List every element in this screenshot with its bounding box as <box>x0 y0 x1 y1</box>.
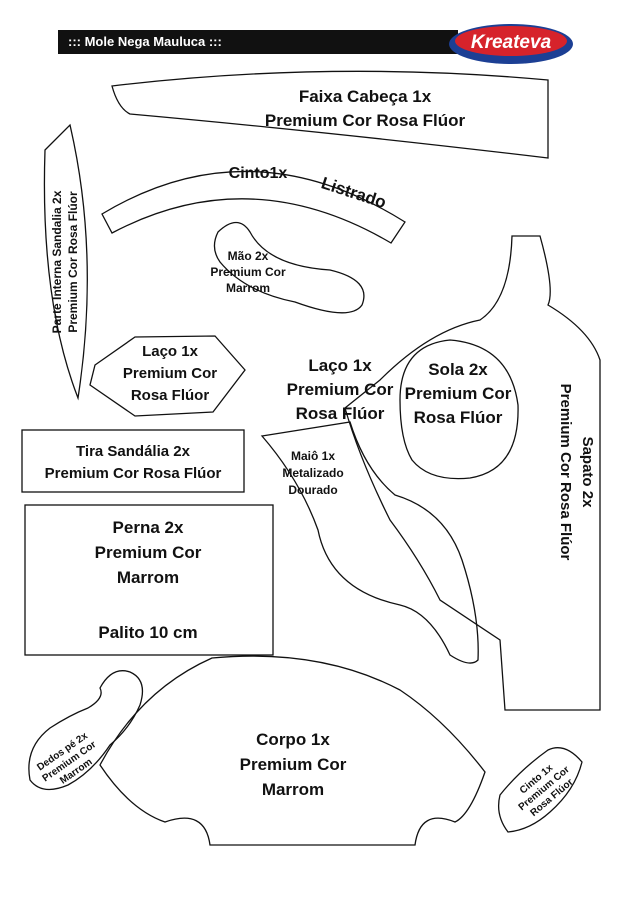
piece-outline-dedos <box>28 670 144 791</box>
laco-center-label-3: Rosa Flúor <box>296 404 385 423</box>
piece-outline-mao <box>213 221 365 314</box>
piece-outline-faixa <box>111 70 549 159</box>
perna-label-2: Premium Cor <box>95 543 202 562</box>
corpo-label-2: Premium Cor <box>240 755 347 774</box>
listrado-label: Listrado <box>319 173 389 212</box>
perna-label-3: Marrom <box>117 568 179 587</box>
faixa-label-1: Faixa Cabeça 1x <box>299 87 432 106</box>
piece-outline-tira <box>21 429 245 493</box>
laco-left-label-3: Rosa Flúor <box>131 387 210 404</box>
tira-label-1: Tira Sandália 2x <box>76 443 191 460</box>
sola-label-3: Rosa Flúor <box>414 408 503 427</box>
piece-outline-sapato <box>344 235 601 711</box>
laco-left-label-2: Premium Cor <box>123 365 217 382</box>
piece-outline-maio <box>260 421 479 664</box>
maio-label-3: Dourado <box>288 483 337 497</box>
perna-label-4: Palito 10 cm <box>98 623 197 642</box>
laco-left-label-1: Laço 1x <box>142 343 199 360</box>
faixa-label-2: Premium Cor Rosa Flúor <box>265 111 466 130</box>
mao-label-2: Premium Cor <box>210 265 286 279</box>
parte-interna-label-1: Parte Interna Sandalia 2x <box>50 190 64 333</box>
maio-label-1: Maiô 1x <box>291 449 335 463</box>
piece-outline-sola <box>399 339 519 480</box>
page-title: ::: Mole Nega Mauluca ::: <box>58 30 458 54</box>
sola-label-2: Premium Cor <box>405 384 512 403</box>
piece-outline-corpo <box>99 655 486 846</box>
corpo-label-3: Marrom <box>262 780 324 799</box>
corpo-label-1: Corpo 1x <box>256 730 330 749</box>
sapato-label-1: Sapato 2x <box>579 437 596 509</box>
mao-label-3: Marrom <box>226 281 270 295</box>
piece-outline-cinto-small <box>497 747 583 833</box>
piece-outline-perna <box>24 504 274 656</box>
kreateva-logo: Kreateva <box>449 24 573 64</box>
laco-center-label-1: Laço 1x <box>308 356 372 375</box>
maio-label-2: Metalizado <box>282 466 343 480</box>
logo-highlight <box>455 26 567 56</box>
sola-label-1: Sola 2x <box>428 360 488 379</box>
piece-outline-laco-left <box>89 335 246 417</box>
cinto-label: Cinto1x <box>229 165 288 182</box>
tira-label-2: Premium Cor Rosa Flúor <box>45 465 222 482</box>
perna-label-1: Perna 2x <box>113 518 184 537</box>
logo-text: Kreateva <box>471 32 552 53</box>
parte-interna-label-2: Premium Cor Rosa Flúor <box>66 191 80 333</box>
mao-label-1: Mão 2x <box>228 249 269 263</box>
sapato-label-2: Premium Cor Rosa Flúor <box>557 384 574 561</box>
laco-center-label-2: Premium Cor <box>287 380 394 399</box>
piece-outline-parte-interna <box>43 123 88 401</box>
piece-outline-cinto <box>101 170 406 244</box>
